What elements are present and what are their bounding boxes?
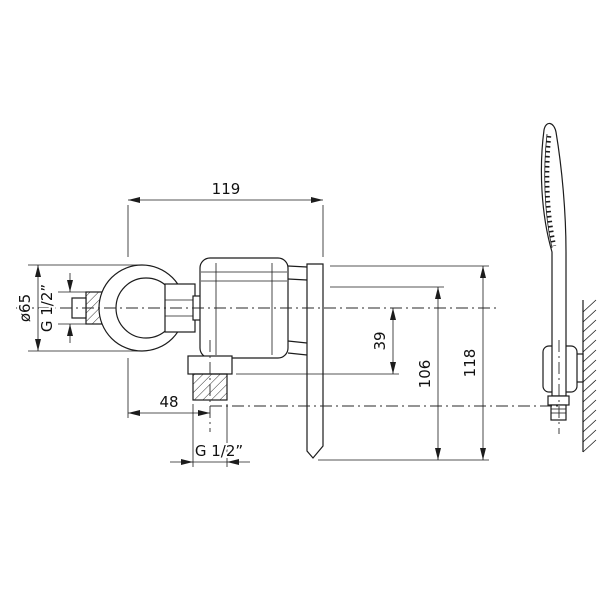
dim-label-48: 48: [159, 393, 178, 411]
dim-label-outlet-thread: G 1/2”: [195, 442, 243, 460]
hand-shower-assembly: [540, 122, 584, 421]
dimension-width-119: 119: [127, 178, 324, 257]
dimension-inlet-thread: G 1/2”: [36, 273, 98, 343]
dim-label-inlet-thread: G 1/2”: [38, 284, 56, 332]
dim-label-o65: ø65: [16, 294, 34, 322]
dim-label-106: 106: [416, 360, 434, 389]
centerlines: [16, 307, 560, 434]
dimension-outlet-offset-48: 48: [127, 358, 210, 418]
wall-section: [582, 299, 597, 453]
dimension-height-118: 118: [318, 265, 489, 461]
dim-label-118: 118: [461, 349, 479, 378]
shower-connector-nut: [547, 395, 570, 406]
lever-handle: [306, 263, 324, 459]
shower-hose-fitting: [550, 404, 567, 421]
dimension-height-106: 106: [330, 286, 444, 460]
dim-label-39: 39: [371, 331, 389, 350]
wall-hatch: [582, 299, 597, 453]
dimension-outlet-thread: G 1/2”: [170, 404, 250, 467]
spray-nozzles-icon: [544, 135, 557, 247]
dim-label-119: 119: [212, 180, 241, 198]
mixer-assembly: [71, 257, 324, 459]
dimension-flange-diameter: ø65: [14, 264, 138, 352]
dimension-drop-39: 39: [236, 308, 399, 375]
